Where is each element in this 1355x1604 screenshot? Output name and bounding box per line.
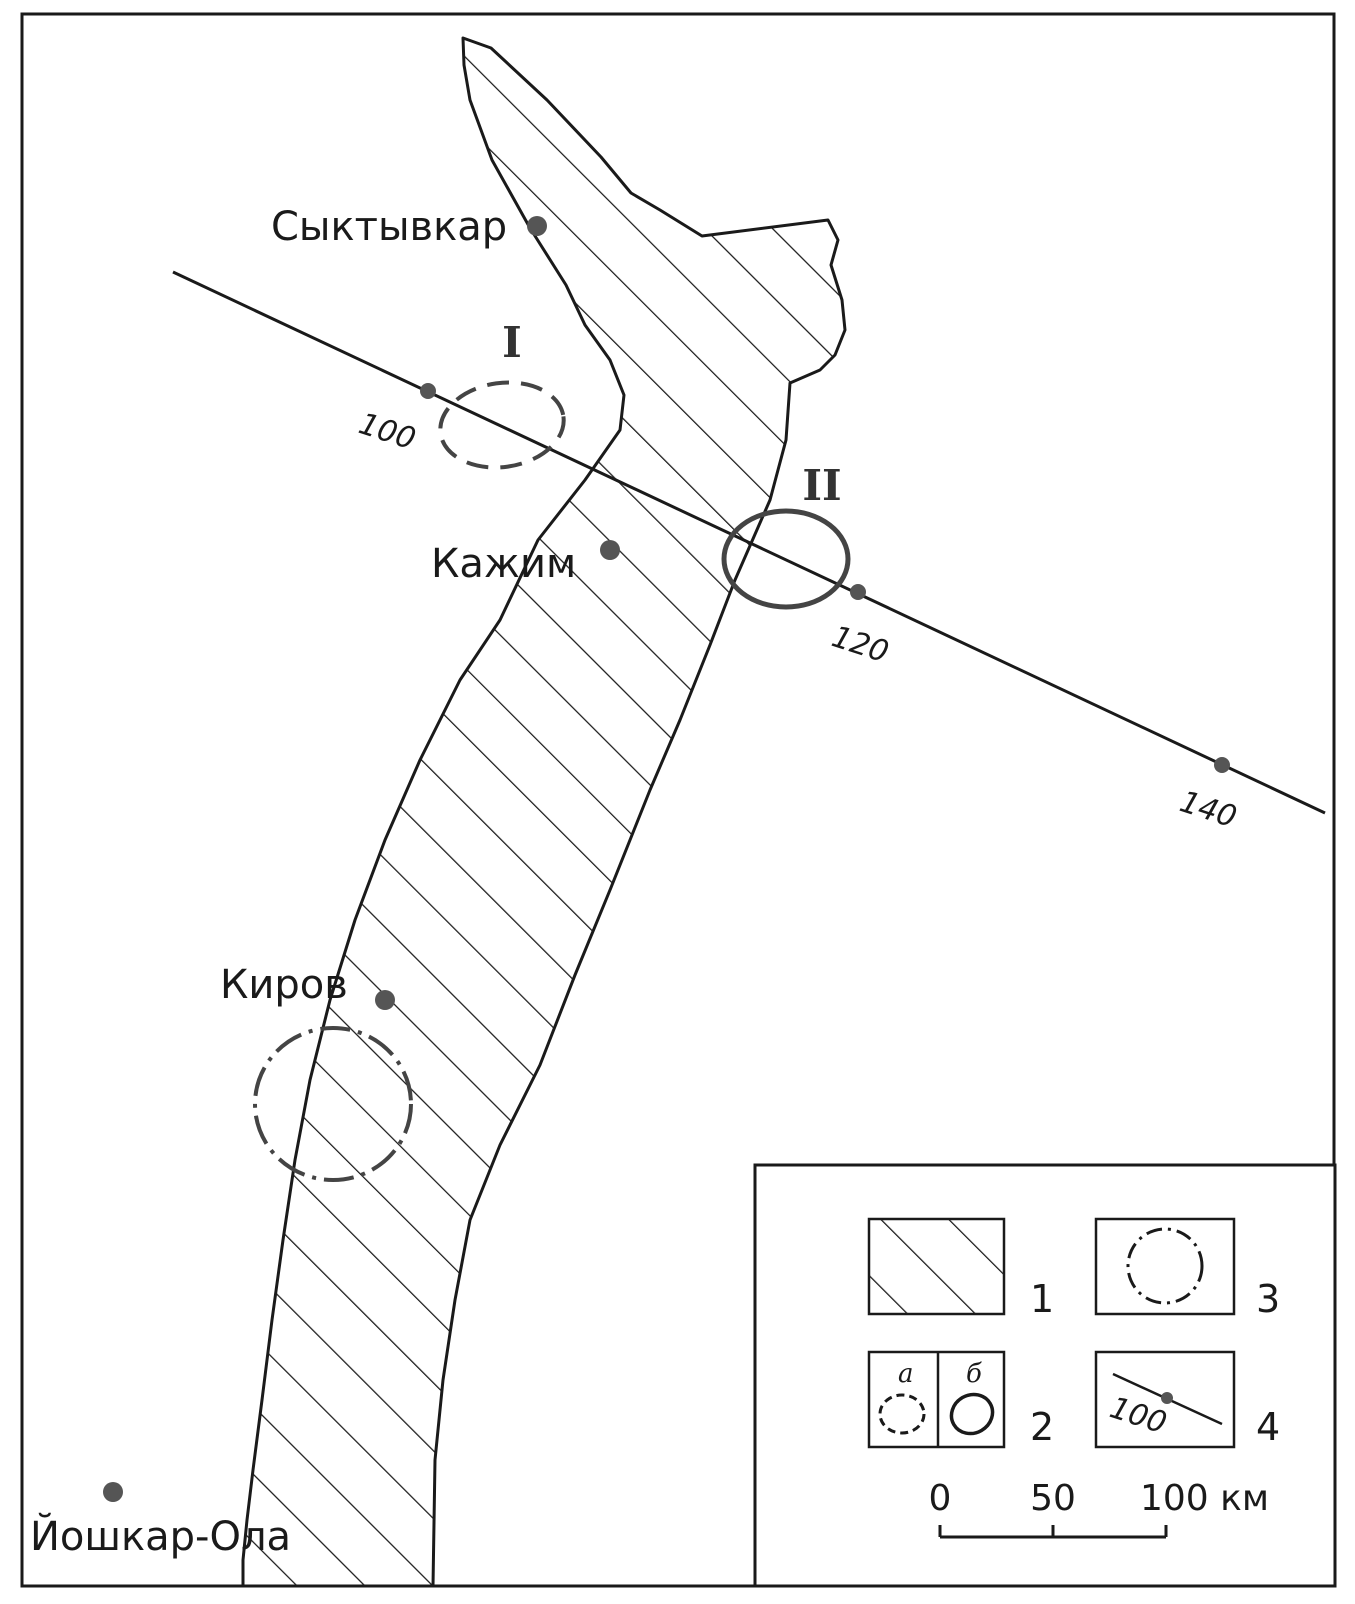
legend-item-2-sub-a: а: [898, 1359, 914, 1389]
city-marker-icon: [600, 540, 620, 560]
structure-1-outline: [438, 380, 566, 470]
structure-2-label: II: [802, 461, 841, 510]
structure-2-outline: [721, 508, 851, 610]
legend-frame: [753, 1163, 1337, 1588]
hatched-zone: [241, 36, 847, 1588]
profile-line: [172, 270, 1326, 815]
city-syktyvkar-label: Сыктывкар: [271, 204, 507, 250]
city-yoshkar-ola: Йошкар-Ола: [30, 1482, 291, 1560]
legend-item-3: 3: [1094, 1217, 1280, 1321]
city-kazhim-label: Кажим: [431, 541, 576, 587]
city-kirov-label: Киров: [220, 962, 348, 1008]
city-marker-icon: [527, 216, 547, 236]
profile-km-120-label: 120: [828, 619, 893, 670]
legend-item-2-sub-b: б: [966, 1359, 982, 1389]
legend-item-1: 1: [867, 1217, 1054, 1321]
legend-item-2-number: 2: [1030, 1405, 1054, 1449]
legend-item-1-number: 1: [1030, 1277, 1054, 1321]
profile-km-120-marker: 120: [828, 584, 893, 670]
scale-tick-50: 50: [1030, 1478, 1076, 1519]
city-kirov: Киров: [220, 962, 395, 1010]
legend-dashed-ellipse-icon: [878, 1393, 926, 1435]
legend-item-4-number: 4: [1256, 1405, 1280, 1449]
city-kazhim: Кажим: [431, 540, 620, 587]
legend-item-2: а б 2: [867, 1350, 1054, 1449]
legend: 1 3 а б 2 100 4: [753, 1163, 1337, 1588]
city-syktyvkar: Сыктывкар: [271, 204, 547, 250]
scale-tick-0: 0: [929, 1478, 952, 1519]
city-marker-icon: [375, 990, 395, 1010]
legend-item-3-number: 3: [1256, 1277, 1280, 1321]
map-frame: [20, 12, 1336, 1588]
profile-km-100-label: 100: [355, 406, 420, 457]
legend-solid-ellipse-icon: [949, 1392, 995, 1436]
city-yoshkar-ola-label: Йошкар-Ола: [30, 1512, 291, 1560]
scale-tick-100: 100 км: [1140, 1478, 1269, 1519]
scale-bar: 0 50 100 км: [929, 1478, 1269, 1539]
kirov-dashdot-circle: [253, 1026, 413, 1182]
city-marker-icon: [103, 1482, 123, 1502]
profile-km-100-marker: 100: [355, 383, 436, 457]
profile-km-140-label: 140: [1176, 784, 1241, 835]
structure-1-label: I: [502, 318, 522, 367]
